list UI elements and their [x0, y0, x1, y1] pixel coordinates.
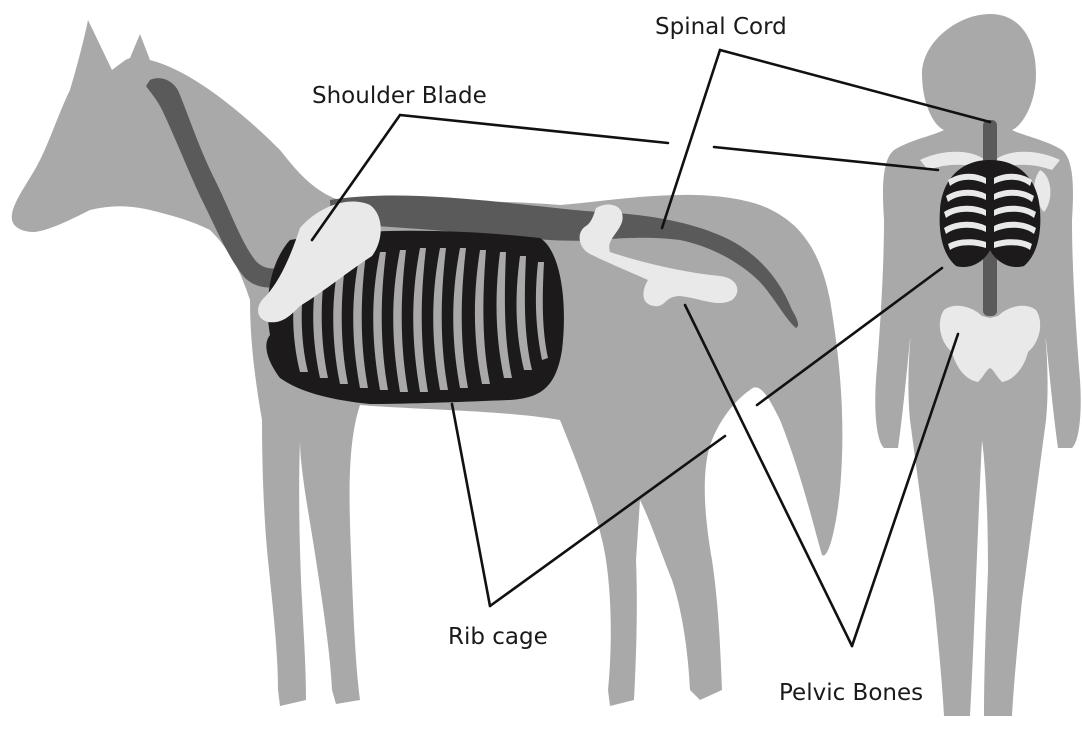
- pelvic-bones-label: Pelvic Bones: [779, 680, 923, 706]
- rib-cage-label: Rib cage: [448, 624, 548, 650]
- spinal-cord-label: Spinal Cord: [655, 14, 787, 40]
- rib-cage-leader-horse: [452, 404, 490, 606]
- shoulder-blade-label: Shoulder Blade: [312, 83, 487, 109]
- horse-illustration: [12, 20, 843, 706]
